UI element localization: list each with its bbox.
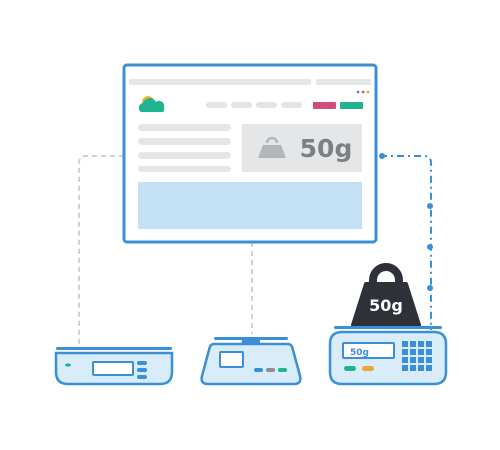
keypad-key[interactable] [410, 357, 416, 363]
scale-button[interactable] [266, 368, 275, 372]
keypad-key[interactable] [418, 349, 424, 355]
keypad-key[interactable] [426, 349, 432, 355]
keypad-key[interactable] [426, 357, 432, 363]
scale-button[interactable] [137, 368, 147, 372]
cloud-sun-icon [138, 96, 165, 112]
nav-menu [206, 102, 302, 108]
keypad-key[interactable] [418, 357, 424, 363]
address-bar [129, 79, 311, 85]
scale-button[interactable] [137, 361, 147, 365]
scale-button[interactable] [278, 368, 287, 372]
scale-screen [92, 361, 134, 376]
text-lines [138, 124, 231, 172]
browser-window: 50g [122, 63, 378, 244]
keypad-key[interactable] [402, 365, 408, 371]
nav-pill[interactable] [256, 102, 277, 108]
keypad-key[interactable] [426, 365, 432, 371]
scale-display-value: 50g [350, 348, 369, 358]
weight-label: 50g [369, 296, 403, 315]
nav-pill[interactable] [281, 102, 302, 108]
scale-screen [219, 351, 244, 368]
indicator-light [65, 363, 71, 367]
keypad-key[interactable] [410, 341, 416, 347]
hero-banner [138, 182, 362, 229]
scale-button-green[interactable] [344, 366, 356, 371]
weight-readout: 50g [300, 134, 353, 163]
keypad-key[interactable] [426, 341, 432, 347]
connector-right [379, 153, 433, 330]
scale-button[interactable] [254, 368, 263, 372]
weight-panel: 50g [242, 124, 362, 172]
nav-button-pink[interactable] [313, 102, 336, 109]
connector-left [78, 155, 124, 344]
keypad-key[interactable] [402, 341, 408, 347]
scale-button[interactable] [137, 375, 147, 379]
keypad-key[interactable] [410, 349, 416, 355]
address-bar-right [316, 79, 371, 85]
keypad-key[interactable] [410, 365, 416, 371]
scale-display [342, 342, 395, 359]
nav-button-green[interactable] [340, 102, 363, 109]
window-dots [356, 90, 370, 94]
nav-pill[interactable] [231, 102, 252, 108]
kettlebell-icon [258, 136, 286, 158]
keypad-key[interactable] [418, 365, 424, 371]
compact-scale-icon [200, 337, 302, 386]
flat-scale-icon [54, 347, 174, 386]
keypad-key[interactable] [418, 341, 424, 347]
keypad-key[interactable] [402, 357, 408, 363]
nav-pill[interactable] [206, 102, 227, 108]
keypad-key[interactable] [402, 349, 408, 355]
kettlebell-weight-icon: 50g [351, 263, 421, 327]
keypad[interactable] [402, 341, 432, 371]
keypad-scale-icon: 50g [328, 326, 448, 386]
scale-button-orange[interactable] [362, 366, 374, 371]
